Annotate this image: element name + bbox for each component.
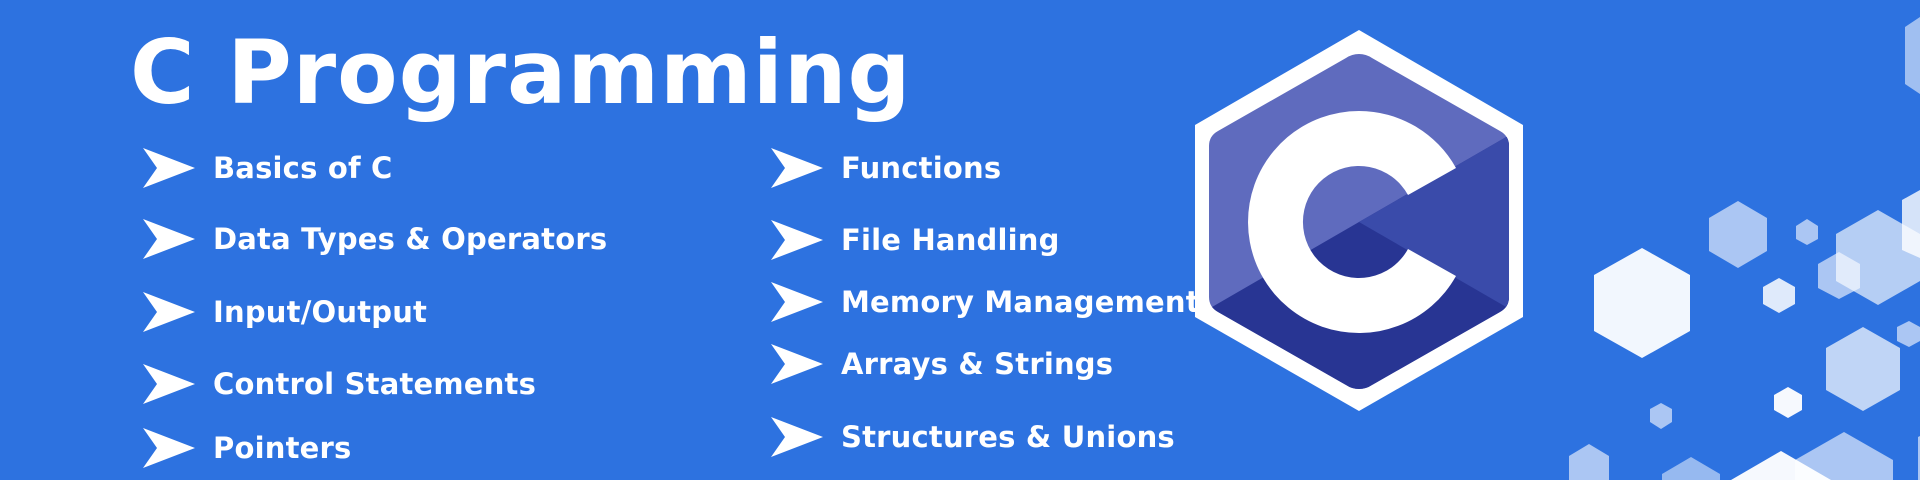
topic-item-pointers: Pointers [142, 426, 351, 470]
topic-item-file-handling: File Handling [770, 218, 1060, 262]
topic-label: Control Statements [213, 367, 537, 401]
topic-item-input-output: Input/Output [142, 290, 427, 334]
topic-label: Basics of C [213, 151, 393, 185]
arrow-right-icon [771, 344, 823, 384]
topic-label: Functions [841, 151, 1002, 185]
topic-item-data-types: Data Types & Operators [142, 217, 607, 261]
topic-item-memory-management: Memory Management [770, 280, 1200, 324]
arrow-right-icon [143, 364, 195, 404]
arrow-right-icon [143, 148, 195, 188]
topic-item-functions: Functions [770, 146, 1001, 190]
arrow-right-icon [143, 428, 195, 468]
topic-label: File Handling [841, 223, 1060, 257]
topic-label: Structures & Unions [841, 420, 1175, 454]
arrow-right-icon [771, 148, 823, 188]
topic-item-arrays-strings: Arrays & Strings [770, 342, 1113, 386]
page-title: C Programming [130, 21, 912, 124]
arrow-right-icon [771, 220, 823, 260]
topic-item-control-statements: Control Statements [142, 362, 536, 406]
c-language-logo-icon [1195, 30, 1523, 411]
arrow-right-icon [771, 282, 823, 322]
arrow-right-icon [143, 219, 195, 259]
topic-item-structures-unions: Structures & Unions [770, 415, 1175, 459]
topic-label: Data Types & Operators [213, 222, 608, 256]
topic-label: Pointers [213, 431, 352, 465]
topic-label: Memory Management [841, 285, 1200, 319]
topic-label: Arrays & Strings [841, 347, 1114, 381]
arrow-right-icon [143, 292, 195, 332]
topic-item-basics: Basics of C [142, 146, 393, 190]
arrow-right-icon [771, 417, 823, 457]
topic-label: Input/Output [213, 295, 428, 329]
